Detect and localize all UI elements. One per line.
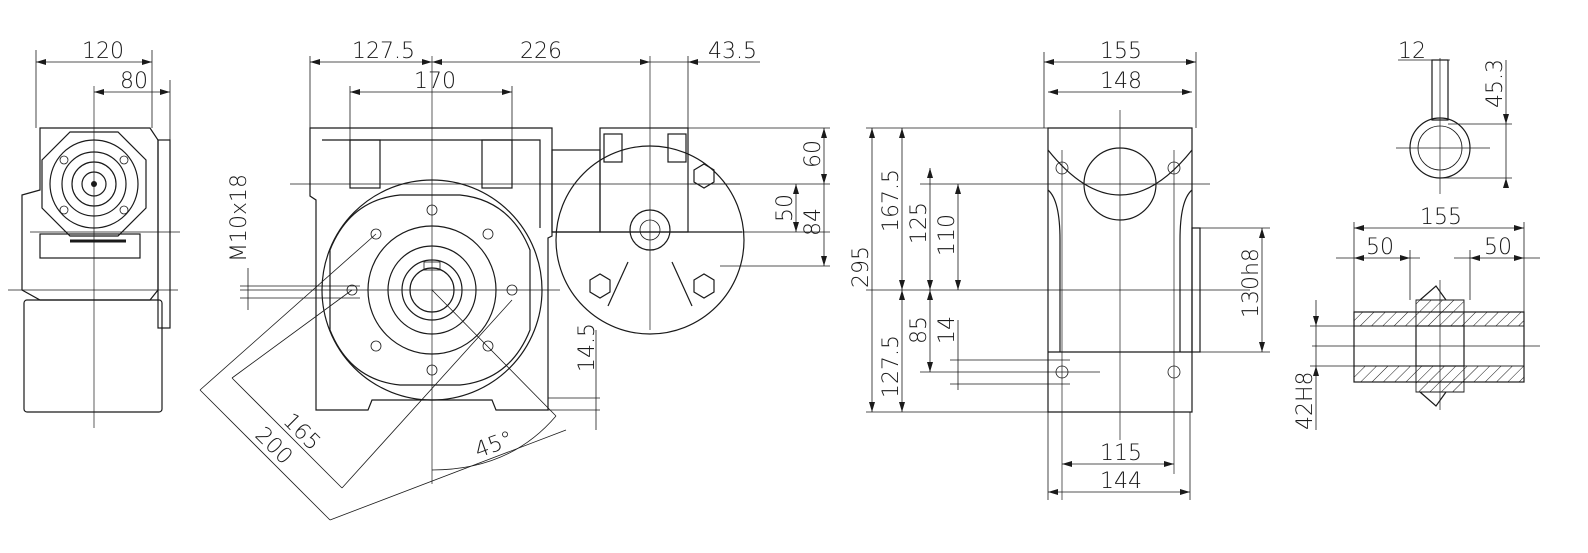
rear-dim-295: 295 [849, 246, 874, 288]
front-motor-nut-2 [693, 273, 715, 299]
side-bolt-1 [59, 155, 69, 165]
rear-dim-110: 110 [935, 214, 960, 256]
front-flange-octagon [329, 194, 531, 386]
shaft-dim-50-right: 50 [1484, 235, 1512, 260]
front-dim-200-line [199, 389, 331, 521]
side-bolt-4 [119, 205, 129, 215]
side-body-outline [21, 127, 159, 301]
side-bolt-3 [59, 205, 69, 215]
side-dim-80: 80 [120, 69, 148, 94]
front-motor-clamp-left [603, 133, 623, 163]
front-housing-outline [309, 127, 553, 411]
rear-dim-85: 85 [907, 316, 932, 344]
front-motor-neck [551, 149, 601, 233]
rear-view: 155 148 295 167.5 127.5 125 85 110 14 13… [849, 39, 1270, 500]
rear-dim-148: 148 [1100, 69, 1142, 94]
shaft-hatch-upper-right [1463, 311, 1525, 327]
shaft-detail: 12 45.3 155 50 50 42H8 [1293, 39, 1540, 430]
front-dim-50: 50 [773, 194, 798, 222]
front-ext-165-b [341, 299, 513, 489]
front-dim-60: 60 [801, 140, 826, 168]
front-motor-nut-1 [589, 273, 611, 299]
front-view: 127.5 226 43.5 170 M10x18 165 200 45° 14… [199, 39, 830, 521]
front-housing-inner [322, 139, 541, 228]
rear-dim-115: 115 [1100, 441, 1142, 466]
rear-housing-outline [1047, 127, 1193, 413]
front-angle-ray [431, 289, 557, 417]
front-dim-165-line [231, 377, 343, 489]
front-ext-165-a [231, 289, 353, 379]
front-bolt-bl [370, 340, 382, 352]
front-angle-arc [431, 415, 557, 471]
front-dim-14-5: 14.5 [575, 323, 600, 372]
front-bolt-tr [482, 228, 494, 240]
front-dim-45: 45° [472, 427, 517, 464]
shaft-hatch-upper-left [1353, 311, 1417, 327]
rear-housing-inner [1047, 189, 1193, 352]
side-flange-plate [157, 139, 171, 329]
shaft-gear-teeth [1419, 285, 1447, 407]
front-motor-strut-right [671, 261, 693, 307]
rear-dim-167-5: 167.5 [879, 169, 904, 232]
rear-dim-127-5: 127.5 [879, 335, 904, 398]
shaft-dim-155: 155 [1420, 205, 1462, 230]
front-motor-strut-left [607, 261, 629, 307]
shaft-hatch-lower-right [1463, 365, 1525, 383]
side-base-block [23, 299, 163, 413]
front-dim-226: 226 [520, 39, 562, 64]
rear-dim-144: 144 [1100, 469, 1142, 494]
side-view: 120 80 [8, 39, 180, 428]
front-dim-m10x18: M10x18 [227, 174, 252, 262]
front-bolt-br [482, 340, 494, 352]
front-ext-200-b [329, 429, 567, 521]
side-octagon-flange [41, 131, 147, 237]
shaft-hub-outline [1353, 311, 1525, 383]
rear-dim-155: 155 [1100, 39, 1142, 64]
shaft-hatch-lower-left [1353, 365, 1417, 383]
rear-dim-130h8: 130h8 [1239, 248, 1264, 318]
front-dim-43-5: 43.5 [708, 39, 757, 64]
front-lug-right [481, 139, 513, 189]
front-lug-left [349, 139, 381, 189]
side-bolt-2 [119, 155, 129, 165]
side-gear-slot [39, 233, 141, 259]
side-dim-120: 120 [82, 39, 124, 64]
shaft-dim-45-3: 45.3 [1483, 59, 1508, 108]
rear-dim-14: 14 [935, 316, 960, 344]
front-motor-nut-3 [693, 163, 715, 189]
front-dim-84: 84 [801, 208, 826, 236]
front-ext-200-a [199, 233, 377, 391]
front-dim-170: 170 [414, 69, 456, 94]
front-bolt-tl [370, 228, 382, 240]
rear-dim-125: 125 [907, 202, 932, 244]
front-dim-127-5: 127.5 [352, 39, 415, 64]
shaft-dim-12: 12 [1398, 39, 1426, 64]
front-motor-body [599, 127, 689, 233]
shaft-dim-42h8: 42H8 [1293, 371, 1318, 430]
shaft-dim-50-left: 50 [1366, 235, 1394, 260]
